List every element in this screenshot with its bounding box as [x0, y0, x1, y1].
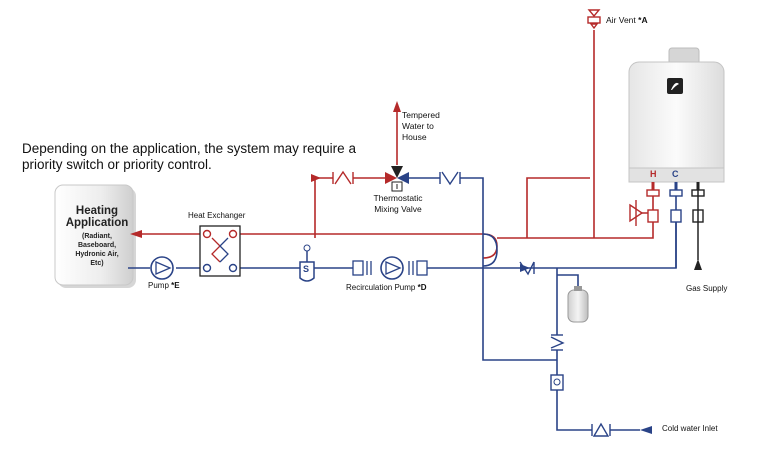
recirculation-pump-label: Recirculation Pump *D	[346, 283, 427, 292]
pump-icon	[150, 256, 174, 280]
heater-fittings	[629, 189, 705, 226]
flow-arrow-icon	[130, 230, 142, 238]
thermostatic-mixing-valve-icon	[385, 166, 409, 192]
heating-application-box	[54, 184, 136, 288]
check-valve-icon	[439, 171, 461, 186]
shutoff-valve-icon	[591, 422, 611, 437]
heat-exchanger-icon	[199, 225, 241, 277]
pump-label: Pump *E	[148, 281, 180, 290]
expansion-tank-icon	[567, 286, 589, 323]
box-title-line: Heating	[75, 205, 119, 217]
box-detail-line: Etc)	[90, 260, 104, 267]
box-title-line: Application	[65, 217, 129, 229]
priority-note: Depending on the application, the system…	[22, 141, 356, 173]
mixing-valve-label: Thermostatic Mixing Valve	[373, 193, 423, 214]
flow-arrow-icon	[694, 259, 702, 270]
cold-port-label: C	[672, 169, 679, 179]
air-vent-label: Air Vent *A	[606, 15, 648, 25]
note-line: Depending on the application, the system…	[22, 141, 356, 156]
tankless-water-heater	[628, 47, 725, 190]
pipe-crossover	[482, 233, 498, 267]
check-valve-icon	[332, 170, 354, 185]
flow-arrow-icon	[640, 426, 652, 434]
note-line: priority switch or priority control.	[22, 157, 212, 172]
hot-port-label: H	[650, 169, 657, 179]
tempered-water-label: Tempered Water to House	[402, 110, 440, 142]
heating-application-title: Heating Application	[62, 205, 132, 229]
check-valve-icon	[550, 334, 565, 351]
strainer-icon	[299, 244, 315, 282]
recirculation-pump-icon	[352, 256, 428, 280]
box-detail-line: Baseboard,	[77, 242, 117, 249]
heat-exchanger-label: Heat Exchanger	[188, 211, 246, 220]
check-valve-icon	[519, 261, 535, 276]
gas-supply-label: Gas Supply	[686, 284, 728, 293]
union-fitting-icon	[550, 374, 564, 391]
strainer-label: S	[303, 264, 310, 274]
flow-arrow-icon	[311, 174, 321, 182]
box-detail-line: (Radiant,	[82, 233, 112, 240]
heating-application-detail: (Radiant, Baseboard, Hydronic Air, Etc)	[62, 232, 132, 268]
air-vent-icon	[587, 9, 601, 30]
cold-water-inlet-label: Cold water Inlet	[662, 424, 718, 433]
box-detail-line: Hydronic Air,	[75, 251, 119, 258]
flow-arrow-icon	[393, 101, 401, 112]
